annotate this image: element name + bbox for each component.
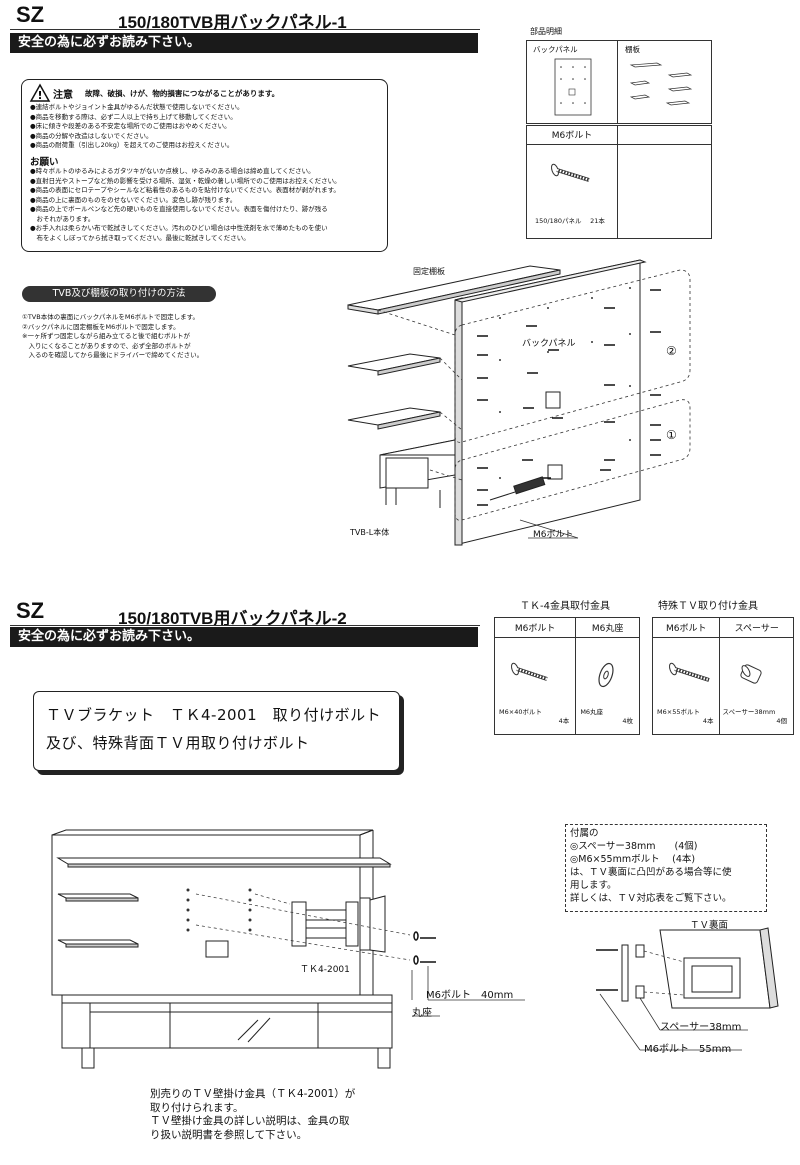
footer-note: 別売りのＴＶ壁掛け金具（ＴＫ4-2001）が 取り付けられます。 ＴＶ壁掛け金具… — [150, 1088, 355, 1142]
label-washer: 丸座 — [412, 1008, 432, 1019]
accessory-line: 付属の — [570, 828, 599, 839]
page-title-2: 150/180TVB用バックパネル-2 — [118, 609, 347, 628]
tk4-heading: ＴＫ-4金具取付金具 — [520, 601, 610, 612]
label-spacer-38: スペーサー38mm — [660, 1022, 742, 1033]
method-step: 入るのを確認してから最後にドライバーで締めてください。 — [22, 351, 204, 359]
caution-item: ●床に傾きや段差のある不安定な場所でのご使用はおやめください。 — [30, 122, 231, 130]
label-tk4: ＴＫ4-2001 — [300, 965, 350, 975]
footer-line: り扱い説明書を参照して下さい。 — [150, 1128, 308, 1141]
bolt-55-icon — [669, 662, 710, 682]
request-item: ●商品の上でボールペンなど先の硬いものを直接使用しないでください。表面を傷付けた… — [30, 205, 328, 213]
tk4-note-2b: 4枚 — [622, 717, 633, 725]
label-bolt-40: M6ボルト 40mm — [426, 990, 514, 1001]
special-note-2b: 4個 — [776, 717, 787, 725]
request-item: ●直射日光やストーブなど熱の影響を受ける場所、湿気・乾燥の著しい場所でのご使用は… — [30, 176, 341, 185]
accessory-box: 付属の ◎スペーサー38mm (4個) ◎M6×55mmボルト (4本) は、Ｔ… — [565, 824, 767, 912]
parts-bolt-note: 150/180パネル 21本 — [535, 217, 605, 225]
request-item: 布をよくしぼってから拭き取ってください。最後に乾拭きしてください。 — [30, 233, 250, 242]
accessory-line: 詳しくは、ＴＶ対応表をご覧下さい。 — [570, 893, 732, 904]
parts-bolt-box: M6ボルト 150/180パネル 21本 — [526, 125, 712, 239]
safety-bar-2: 安全の為に必ずお読み下さい。 — [10, 627, 478, 647]
method-step: ①TVB本体の裏面にバックパネルをM6ボルトで固定します。 — [22, 313, 199, 321]
request-item: ●時々ボルトのゆるみによるガタツキがないか点検し、ゆるみのある場合は締め直してく… — [30, 167, 315, 175]
page-title: 150/180TVB用バックパネル-1 — [118, 13, 347, 32]
washer-icon — [598, 662, 614, 688]
assembly-diagram — [347, 259, 691, 546]
request-item: ●商品の上に裏面のものをのせないでください。変色し跡が残ります。 — [30, 195, 237, 204]
label-step-1: ① — [666, 428, 677, 442]
request-list: ●時々ボルトのゆるみによるガタツキがないか点検し、ゆるみのある場合は締め直してく… — [30, 167, 385, 243]
caution-title: 注意 — [53, 90, 73, 101]
caution-subtitle: 故障、破損、けが、物的損害につながることがあります。 — [85, 89, 280, 98]
footer-line: ＴＶ壁掛け金具の詳しい説明は、金具の取 — [150, 1115, 350, 1127]
brand-logo-2: SZ — [16, 598, 45, 623]
parts-back-panel-label: バックパネル — [533, 45, 578, 54]
tk4-note-1a: M6×40ボルト — [499, 708, 542, 716]
spacer-icon — [740, 664, 763, 684]
safety-bar: 安全の為に必ずお読み下さい。 — [10, 33, 478, 53]
brand-logo: SZ — [16, 2, 45, 27]
bracket-title-line2: 及び、特殊背面ＴＶ用取り付けボルト — [46, 734, 310, 752]
tk4-note-1b: 4本 — [558, 717, 570, 725]
caution-box: ! 注意 故障、破損、けが、物的損害につながることがあります。 ●連結ボルトやジ… — [21, 79, 388, 252]
label-tvb-body: TVB-L本体 — [350, 528, 390, 537]
warning-icon: ! — [29, 83, 51, 102]
bolt-40-icon — [511, 662, 548, 681]
bracket-title-box: ＴＶブラケット ＴＫ4-2001 取り付けボルト 及び、特殊背面ＴＶ用取り付けボ… — [33, 691, 400, 771]
title-rule-2 — [10, 625, 480, 626]
method-step: ②バックパネルに固定棚板をM6ボルトで固定します。 — [22, 322, 180, 331]
request-item: おそれがあります。 — [30, 214, 95, 223]
method-step: 入りにくなることがありますので、必ず全部のボルトが — [22, 341, 191, 350]
footer-line: 取り付けられます。 — [150, 1101, 244, 1114]
accessory-text: 付属の ◎スペーサー38mm (4個) ◎M6×55mmボルト (4本) は、Ｔ… — [570, 827, 732, 905]
special-table: M6ボルトスペーサー M6×55ボルト 4本 スペーサー38mm 4個 — [651, 617, 794, 735]
accessory-line: ◎M6×55mmボルト (4本) — [570, 854, 696, 865]
request-item: ●お手入れは柔らかい布で乾拭きしてください。汚れのひどい場合は中性洗剤を水で薄め… — [30, 224, 328, 232]
special-note-1a: M6×55ボルト — [657, 708, 700, 716]
method-steps: ①TVB本体の裏面にバックパネルをM6ボルトで固定します。 ②バックパネルに固定… — [22, 313, 252, 361]
tk4-note-2a: M6丸座 — [580, 708, 604, 716]
caution-item: ●商品の耐荷重（引出し20kg）を超えてのご使用はお控えください。 — [30, 141, 234, 149]
parts-bolt-label: M6ボルト — [551, 131, 593, 141]
request-title: お願い — [30, 157, 59, 168]
caution-item: ●商品を移動する際は、必ず二人以上で持ち上げて移動してください。 — [30, 112, 237, 121]
svg-text:!: ! — [37, 89, 42, 102]
parts-panel-box: バックパネル 棚板 — [526, 40, 712, 124]
accessory-line: 用します。 — [570, 880, 617, 891]
caution-item: ●商品の分解や改造はしないでください。 — [30, 131, 153, 140]
label-bolt-55: M6ボルト 55mm — [644, 1044, 732, 1055]
label-fixed-shelf: 固定棚板 — [413, 267, 445, 276]
accessory-line: ◎スペーサー38mm (4個) — [570, 841, 698, 852]
label-back-panel: バックパネル — [522, 339, 576, 349]
parts-panel-drawing — [554, 58, 693, 116]
label-step-2: ② — [666, 344, 677, 358]
request-item: ●商品の表面にセロテープやシールなど粘着性のあるものを貼付けないでください。表面… — [30, 186, 340, 194]
caution-list: ●連結ボルトやジョイント金具がゆるんだ状態で使用しないでください。 ●商品を移動… — [30, 103, 380, 151]
method-step: ※一ヶ所ずつ固定しながら組み立てると後で組むボルトが — [22, 332, 190, 340]
accessory-line: は、ＴＶ裏面に凸凹がある場合等に使 — [570, 867, 732, 878]
special-note-2a: スペーサー38mm — [722, 708, 776, 716]
bracket-title-line1: ＴＶブラケット ＴＫ4-2001 取り付けボルト — [46, 706, 382, 724]
title-rule — [10, 29, 480, 30]
footer-line: 別売りのＴＶ壁掛け金具（ＴＫ4-2001）が — [150, 1088, 356, 1100]
caution-item: ●連結ボルトやジョイント金具がゆるんだ状態で使用しないでください。 — [30, 103, 244, 111]
special-note-1b: 4本 — [702, 717, 714, 725]
bolt-icon — [551, 163, 590, 182]
parts-heading: 部品明細 — [530, 27, 562, 36]
special-heading: 特殊ＴＶ取り付け金具 — [658, 601, 758, 612]
parts-shelf-label: 棚板 — [625, 45, 640, 54]
method-pill: TVB及び棚板の取り付けの方法 — [22, 286, 216, 302]
label-tv-back: ＴＶ裏面 — [690, 920, 729, 931]
label-m6-bolt: M6ボルト — [533, 530, 574, 540]
